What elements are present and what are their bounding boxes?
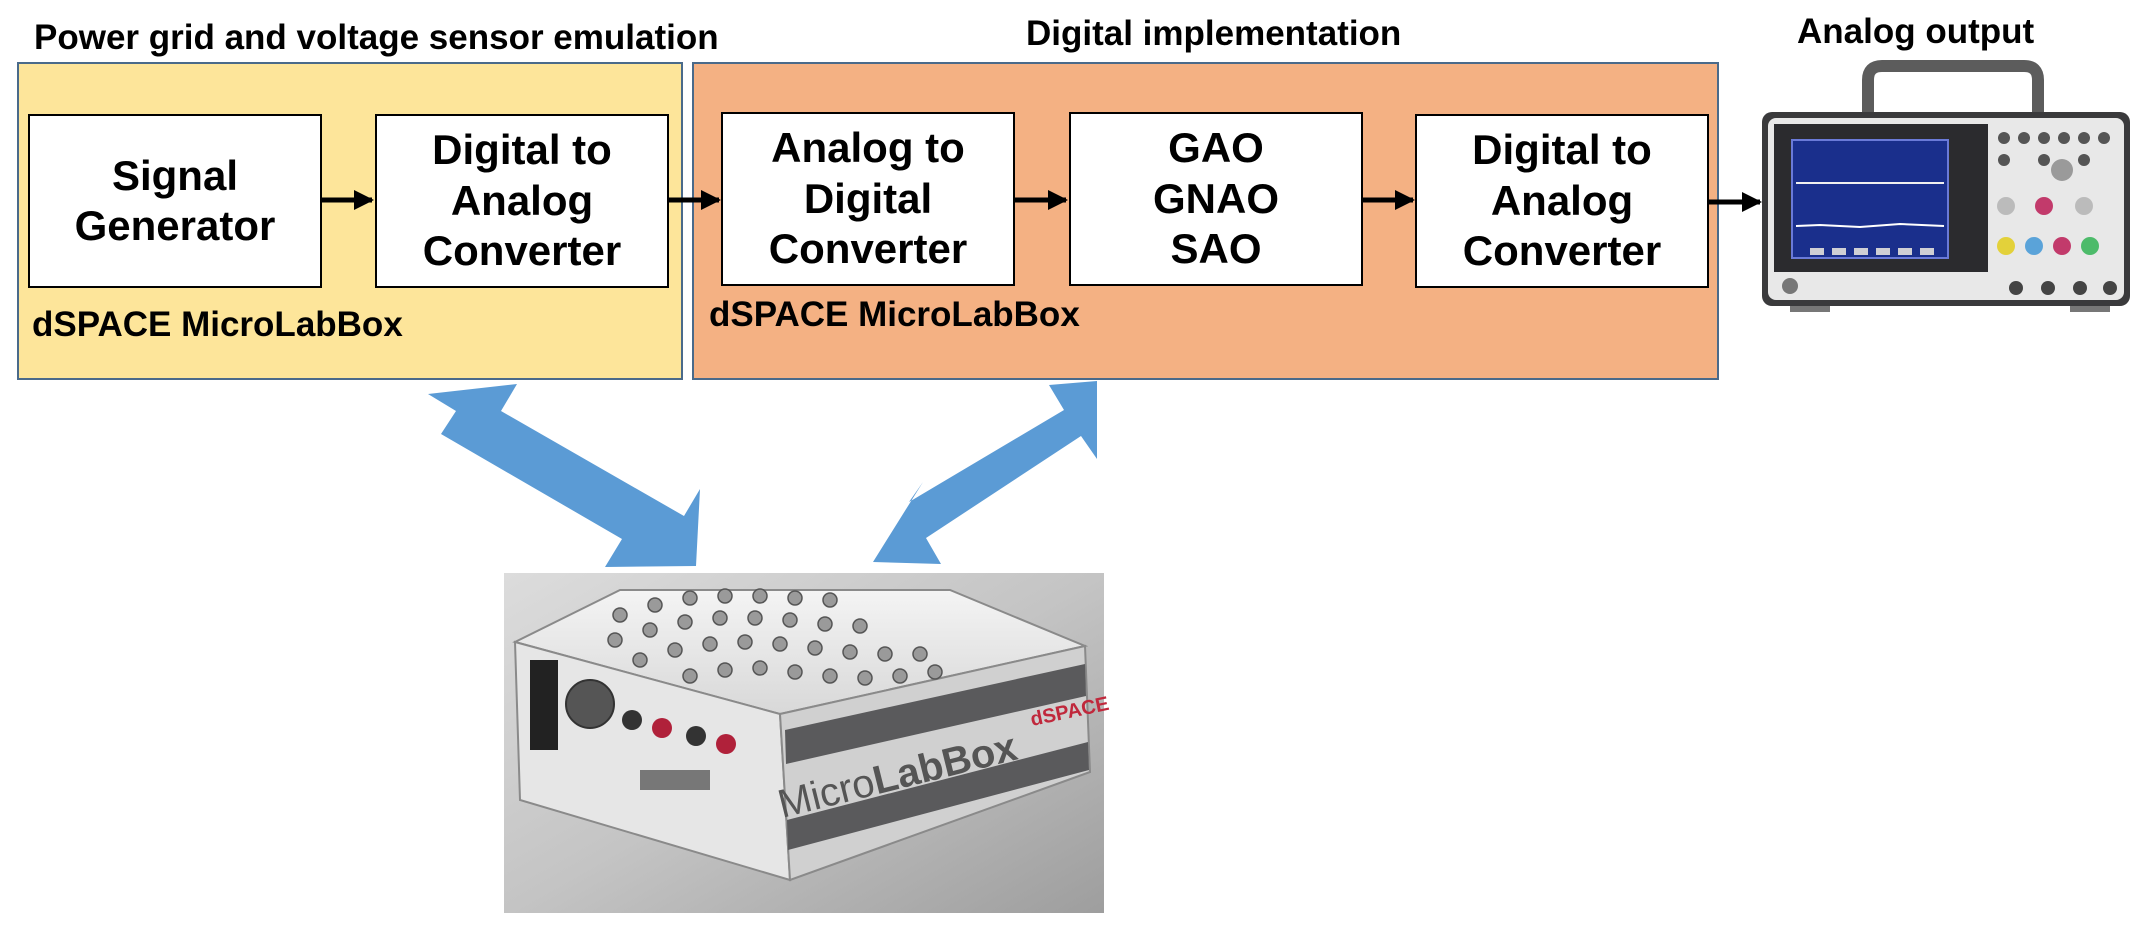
block-adc: Analog to Digital Converter [721,112,1015,286]
block-signal-generator: Signal Generator [28,114,322,288]
block-adc-text: Analog to Digital Converter [768,124,968,273]
oscilloscope-icon [1762,60,2130,312]
block-dac-2: Digital to Analog Converter [1415,114,1709,288]
block-algorithms: GAO GNAO SAO [1069,112,1363,286]
block-algorithms-text: GAO GNAO SAO [1153,124,1279,273]
block-dac-1-text: Digital to Analog Converter [422,126,622,275]
double-arrow-right [873,381,1097,564]
title-analog-output: Analog output [1797,12,2035,51]
title-emulation: Power grid and voltage sensor emulation [34,18,719,57]
block-dac-1: Digital to Analog Converter [375,114,669,288]
block-signal-generator-text: Signal Generator [74,151,276,249]
region-digital-label: dSPACE MicroLabBox [709,295,1080,334]
region-emulation-label: dSPACE MicroLabBox [32,305,403,344]
microlabbox-device-image: dSPACE MicroLabBox [504,573,1111,913]
block-dac-2-text: Digital to Analog Converter [1462,126,1662,275]
title-digital-implementation: Digital implementation [1026,14,1402,53]
double-arrow-left [428,384,700,567]
